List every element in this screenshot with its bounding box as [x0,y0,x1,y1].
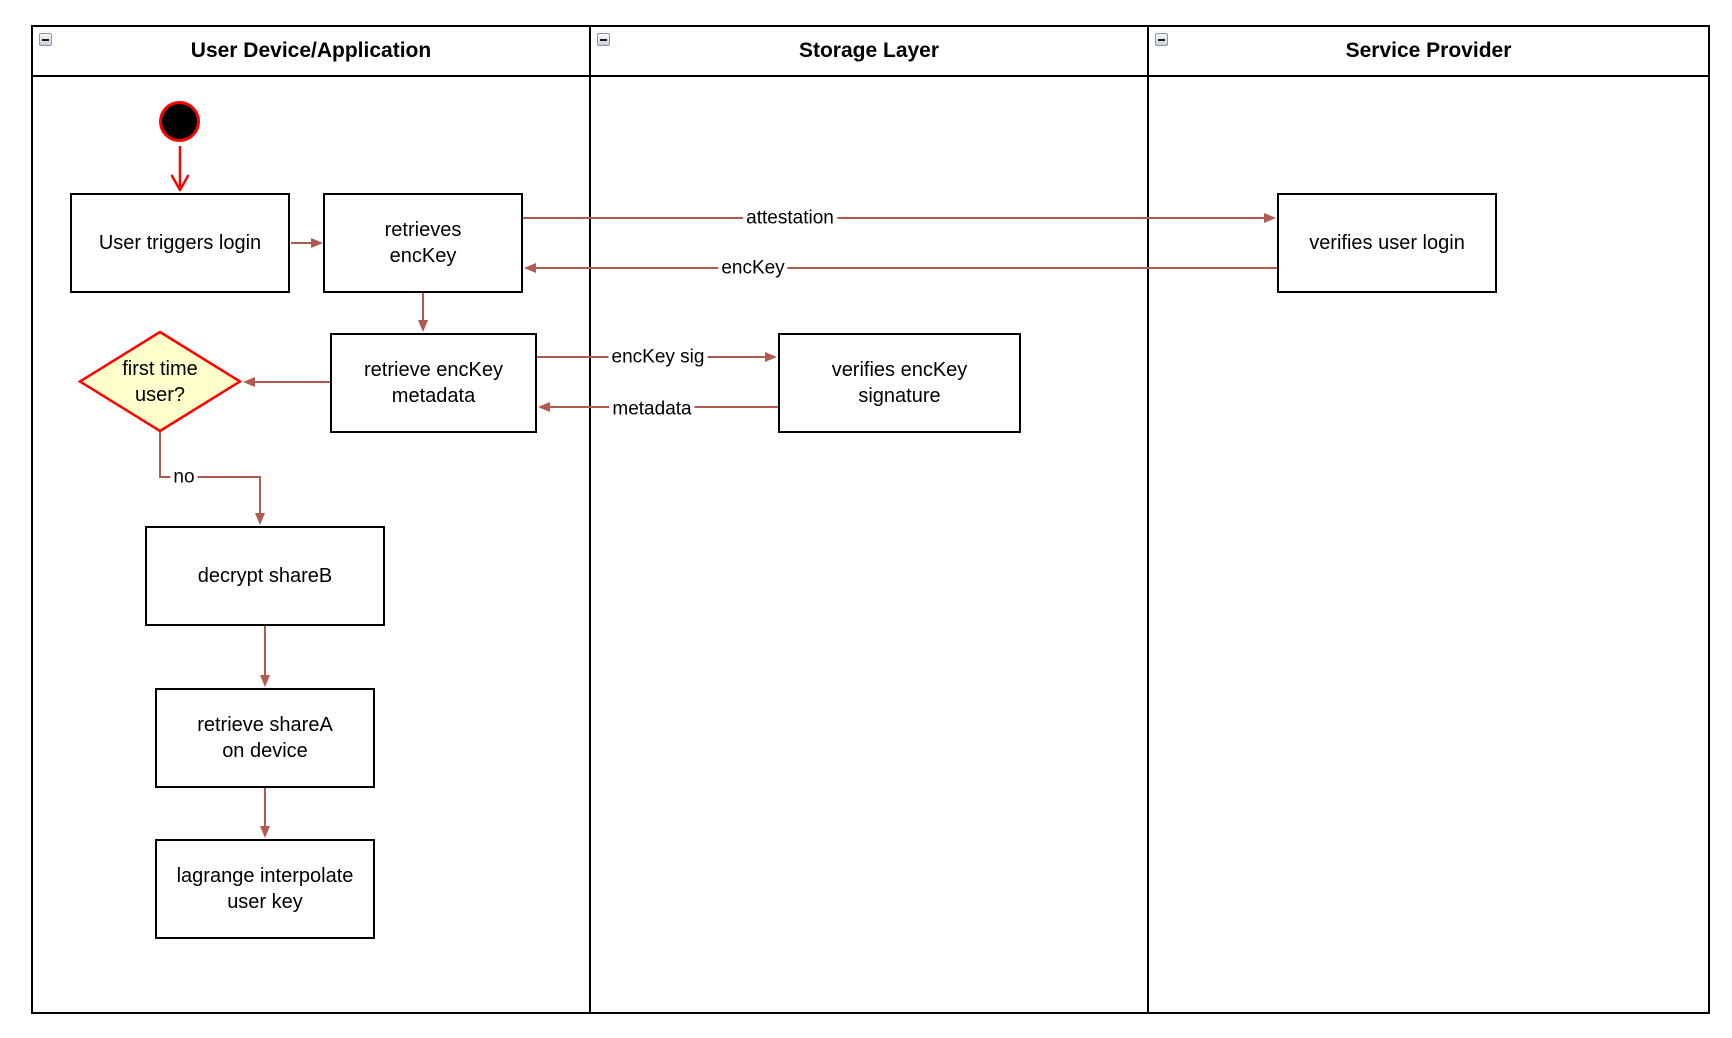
collapse-lane-icon[interactable] [39,33,52,46]
node-verifies-enckey-signature[interactable]: verifies encKey signature [778,333,1021,433]
collapse-lane-icon[interactable] [1155,33,1168,46]
node-first-time-user-decision[interactable]: first time user? [122,358,198,406]
initial-state-node[interactable] [159,101,200,142]
node-retrieve-sharea[interactable]: retrieve shareA on device [155,688,375,788]
lane-title-user-device: User Device/Application [190,39,432,62]
lane-storage-layer: Storage Layer [589,27,1147,1012]
node-lagrange-interpolate[interactable]: lagrange interpolate user key [155,839,375,939]
edge-label-enckey: encKey [718,256,788,280]
node-verifies-user-login[interactable]: verifies user login [1277,193,1497,293]
node-retrieves-enckey[interactable]: retrieves encKey [323,193,523,293]
minus-glyph [600,38,607,41]
lane-service-provider: Service Provider [1147,27,1708,1012]
minus-glyph [1158,38,1165,41]
lane-header-storage-layer[interactable]: Storage Layer [591,27,1147,77]
lane-user-device: User Device/Application [33,27,589,1012]
minus-glyph [42,38,49,41]
edge-label-no: no [170,465,198,489]
lane-header-user-device[interactable]: User Device/Application [33,27,589,77]
lane-title-storage-layer: Storage Layer [798,39,940,62]
node-user-triggers-login[interactable]: User triggers login [70,193,290,293]
edge-label-metadata: metadata [609,397,695,421]
node-decrypt-shareb[interactable]: decrypt shareB [145,526,385,626]
node-retrieve-enckey-metadata[interactable]: retrieve encKey metadata [330,333,537,433]
lane-title-service-provider: Service Provider [1345,39,1512,62]
lane-header-service-provider[interactable]: Service Provider [1149,27,1708,77]
collapse-lane-icon[interactable] [597,33,610,46]
edge-label-enckey-sig: encKey sig [608,345,708,369]
edge-label-attestation: attestation [743,206,837,230]
